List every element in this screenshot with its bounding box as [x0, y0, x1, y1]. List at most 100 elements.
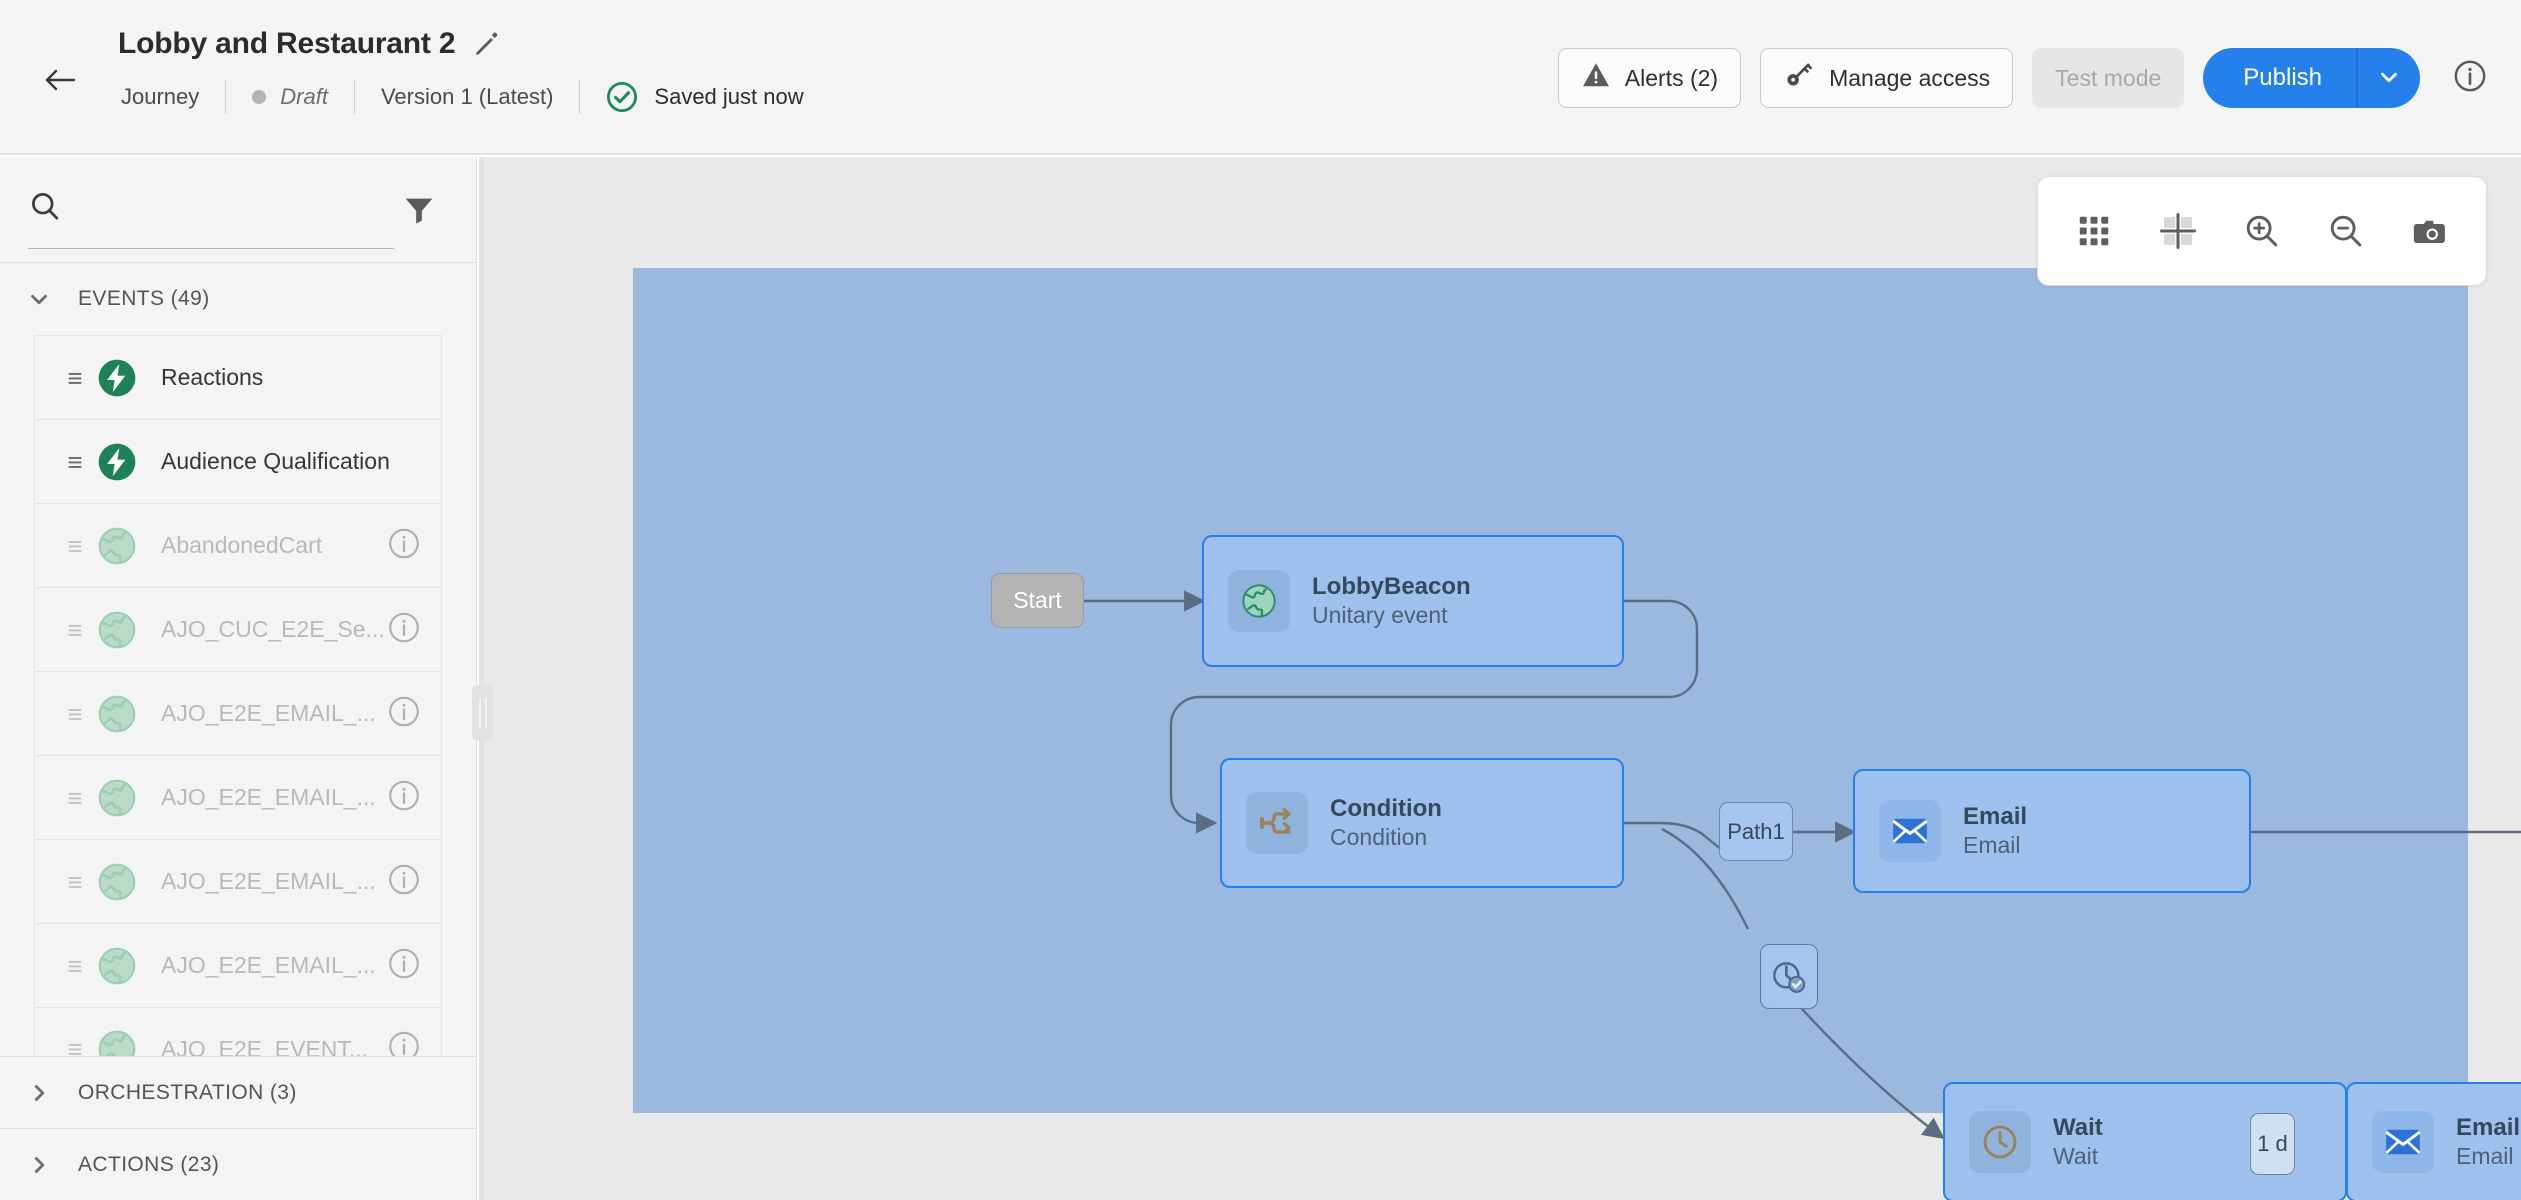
meta-divider: [225, 80, 227, 114]
globe-icon: [95, 524, 139, 568]
event-list-item[interactable]: ≡ AJO_E2E_EMAIL_...: [34, 671, 442, 755]
node-subtitle: Email: [1963, 831, 2021, 858]
path-label-pill[interactable]: Path1: [1719, 802, 1793, 861]
node-title: Wait: [2053, 1114, 2103, 1142]
drag-handle-icon[interactable]: ≡: [67, 530, 83, 561]
filter-icon[interactable]: [402, 193, 436, 232]
globe-icon: [95, 776, 139, 820]
alerts-label: Alerts (2): [1624, 64, 1719, 91]
event-list-item[interactable]: ≡ Audience Qualification: [34, 419, 442, 503]
warning-triangle-icon: [1581, 60, 1611, 96]
sidebar-section-events[interactable]: EVENTS (49): [0, 263, 476, 335]
sidebar-divider: [479, 157, 484, 1200]
publish-dropdown-button[interactable]: [2356, 48, 2420, 108]
drag-handle-icon[interactable]: ≡: [67, 698, 83, 729]
journey-region: [633, 268, 2468, 1113]
info-circle-icon[interactable]: [387, 946, 421, 985]
sidebar-resize-handle[interactable]: [472, 685, 493, 741]
zoom-in-icon[interactable]: [2220, 189, 2304, 273]
timer-check-icon[interactable]: [1760, 944, 1818, 1009]
event-list-item-label: Audience Qualification: [161, 448, 390, 474]
globe-icon: [95, 608, 139, 652]
camera-icon[interactable]: [2388, 189, 2472, 273]
saved-status: Saved just now: [606, 81, 804, 113]
drag-handle-icon[interactable]: ≡: [67, 1034, 83, 1064]
event-list-item[interactable]: ≡ AJO_E2E_EMAIL_...: [34, 839, 442, 923]
branch-icon: [1246, 792, 1308, 854]
event-list-item-label: AJO_E2E_EMAIL_...: [161, 700, 376, 726]
manage-access-button[interactable]: Manage access: [1760, 48, 2014, 108]
globe-icon: [95, 944, 139, 988]
globe-icon: [95, 692, 139, 736]
node-email-2[interactable]: Email Email: [2346, 1082, 2521, 1200]
event-list-item[interactable]: ≡AJO_CUC_E2E_Se...: [34, 587, 442, 671]
node-lobbybeacon[interactable]: LobbyBeacon Unitary event: [1202, 535, 1624, 667]
wait-duration-pill[interactable]: 1 d: [2250, 1113, 2295, 1175]
sidebar-section-label: ACTIONS (23): [78, 1152, 220, 1176]
info-circle-icon[interactable]: [387, 778, 421, 817]
test-mode-label: Test mode: [2055, 64, 2162, 91]
left-sidebar: EVENTS (49) ≡ Reactions ≡ Audience Qualific…: [0, 157, 477, 1200]
events-list: ≡ Reactions ≡ Audience Qualification ≡ Abando…: [0, 335, 476, 1091]
envelope-icon: [2372, 1111, 2434, 1173]
node-email-1[interactable]: Email Email: [1853, 769, 2251, 893]
info-circle-icon[interactable]: [387, 526, 421, 565]
journey-meta: Journey Draft Version 1 (Latest) Saved j…: [121, 80, 804, 114]
zoom-out-icon[interactable]: [2304, 189, 2388, 273]
status-dot: [252, 90, 267, 104]
info-circle-icon[interactable]: [387, 862, 421, 901]
back-arrow-icon[interactable]: [38, 58, 82, 102]
start-node[interactable]: Start: [991, 573, 1084, 628]
node-subtitle: Unitary event: [1312, 601, 1448, 628]
resize-grip-line: [484, 698, 487, 728]
alerts-button[interactable]: Alerts (2): [1557, 48, 1742, 108]
event-list-item[interactable]: ≡ AJO_E2E_EMAIL_...: [34, 923, 442, 1007]
event-list-item[interactable]: ≡ AbandonedCart: [34, 503, 442, 587]
node-subtitle: Wait: [2053, 1142, 2099, 1169]
drag-handle-icon[interactable]: ≡: [67, 866, 83, 897]
app-header: Lobby and Restaurant 2 Journey Draft Ver…: [0, 0, 2521, 155]
node-condition[interactable]: Condition Condition: [1220, 758, 1624, 888]
node-subtitle: Condition: [1330, 823, 1428, 850]
info-circle-icon[interactable]: [387, 694, 421, 733]
node-title: LobbyBeacon: [1312, 573, 1471, 601]
event-list-item-label: Reactions: [161, 364, 264, 390]
saved-label: Saved just now: [654, 84, 804, 109]
event-list-item[interactable]: ≡ Reactions: [34, 335, 442, 419]
info-circle-icon[interactable]: [387, 610, 421, 649]
meta-divider: [579, 80, 581, 114]
sidebar-section-label: EVENTS (49): [78, 287, 210, 310]
info-circle-icon[interactable]: [2453, 59, 2487, 98]
node-title: Email: [2456, 1114, 2521, 1142]
event-list-item[interactable]: ≡AJO_E2E_EMAIL_...: [34, 755, 442, 839]
event-list-item-label: AbandonedCart: [161, 532, 323, 558]
check-circle-icon: [606, 81, 638, 113]
event-list-item-label: AJO_E2E_EMAIL_...: [161, 952, 376, 978]
node-subtitle: Email: [2456, 1142, 2514, 1169]
journey-type-label: Journey: [121, 84, 200, 109]
fit-to-screen-icon[interactable]: [2136, 189, 2220, 273]
drag-handle-icon[interactable]: ≡: [67, 362, 83, 393]
lightning-bolt-icon: [95, 356, 139, 400]
event-list-item-label: AJO_E2E_EMAIL_...: [161, 868, 376, 894]
search-area: [0, 157, 476, 263]
grid-icon[interactable]: [2052, 189, 2136, 273]
drag-handle-icon[interactable]: ≡: [67, 446, 83, 477]
page-title: Lobby and Restaurant 2: [118, 27, 456, 60]
canvas-toolbar: [2037, 176, 2487, 286]
test-mode-button[interactable]: Test mode: [2032, 48, 2185, 108]
journey-canvas[interactable]: Start Path1 End 1 d LobbyBeacon Unitary …: [484, 157, 2521, 1200]
drag-handle-icon[interactable]: ≡: [67, 614, 83, 645]
search-input[interactable]: [28, 187, 394, 249]
drag-handle-icon[interactable]: ≡: [67, 782, 83, 813]
chevron-right-icon: [26, 1152, 52, 1178]
sidebar-section-actions[interactable]: ACTIONS (23): [0, 1128, 476, 1200]
publish-button[interactable]: Publish: [2203, 48, 2356, 108]
title-row: Lobby and Restaurant 2: [118, 27, 501, 61]
chevron-down-icon: [26, 286, 52, 312]
sidebar-bottom-sections: ORCHESTRATION (3) ACTIONS (23): [0, 1056, 476, 1200]
pencil-icon[interactable]: [473, 30, 501, 58]
drag-handle-icon[interactable]: ≡: [67, 950, 83, 981]
lightning-bolt-icon: [95, 440, 139, 484]
sidebar-section-orchestration[interactable]: ORCHESTRATION (3): [0, 1056, 476, 1128]
